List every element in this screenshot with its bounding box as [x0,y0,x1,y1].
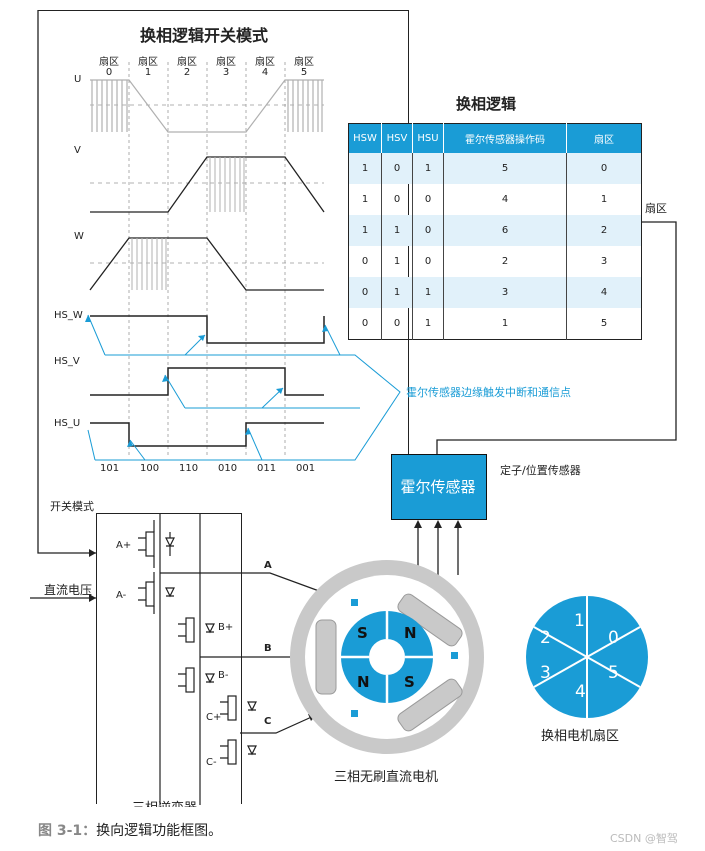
col-sector: 扇区 [566,123,642,153]
sector-label: 扇区 [294,57,314,68]
switching-title: 换相逻辑开关模式 [140,26,269,45]
sector-num: 2 [183,67,191,78]
pole-label: S [357,624,368,642]
phase-output-a: A [264,560,272,571]
sector-num: 5 [300,67,308,78]
figure-caption: 图 3-1：换向逻辑功能框图。 [38,820,222,840]
pole-label: S [404,673,415,691]
hall-code: 101 [100,463,120,474]
col-hsw: HSW [348,123,382,153]
switch-label-a-plus: A+ [116,540,132,551]
sector-num: 3 [222,67,230,78]
stator-sensor-label: 定子/位置传感器 [500,464,581,477]
caption-prefix: 图 3-1： [38,823,97,839]
hall-code: 010 [218,463,238,474]
switch-label-a-minus: A- [116,590,127,601]
table-header-row: HSW HSV HSU 霍尔传感器操作码 扇区 [348,123,642,153]
switch-mode-label: 开关模式 [50,500,94,513]
sector-label: 扇区 [138,57,158,68]
watermark: CSDN @智驾 [610,832,678,845]
hall-code: 011 [257,463,277,474]
inverter-bottom-label: 三相逆变器 [132,797,197,807]
sector-label: 扇区 [255,57,275,68]
wheel-sector-number: 3 [540,663,551,683]
phase-output-b: B [264,643,272,654]
pole-label: N [357,673,370,691]
caption-text: 换向逻辑功能框图。 [96,823,223,839]
col-hsu: HSU [412,123,444,153]
wheel-sector-number: 0 [608,628,619,648]
pole-label: N [404,624,417,642]
sector-label: 扇区 [216,57,236,68]
switch-label-c-plus: C+ [206,712,222,723]
sector-num: 4 [261,67,269,78]
sector-num: 0 [105,67,113,78]
phase-label-v: V [74,145,81,156]
sector-num: 1 [144,67,152,78]
col-opcode: 霍尔传感器操作码 [443,123,567,153]
phase-label-w: W [74,231,84,242]
hs-label-w: HS_W [54,310,83,321]
sector-label: 扇区 [99,57,119,68]
trigger-note: 霍尔传感器边缘触发中断和通信点 [406,386,571,399]
wheel-sector-number: 2 [540,628,551,648]
sector-label: 扇区 [177,57,197,68]
dc-voltage-label: 直流电压 [44,583,93,597]
phase-output-c: C [264,716,272,727]
logic-table-title: 换相逻辑 [456,95,517,113]
wheel-sector-number: 5 [608,663,619,683]
hall-sensor-box [391,454,487,520]
hs-label-u: HS_U [54,418,81,429]
inverter-box [96,513,242,804]
switch-label-c-minus: C- [206,757,217,768]
switch-label-b-plus: B+ [218,622,234,633]
switch-label-b-minus: B- [218,670,229,681]
wheel-sector-number: 4 [575,682,586,702]
wheel-sector-number: 1 [574,611,585,631]
sector-wheel-label: 换相电机扇区 [541,729,620,744]
phase-label-u: U [74,74,82,85]
sector-arrow-label: 扇区 [645,202,667,215]
col-hsv: HSV [381,123,413,153]
hall-sensor-label: 霍尔传感器 [400,478,476,496]
hall-code: 100 [140,463,160,474]
hall-code: 001 [296,463,316,474]
hs-label-v: HS_V [54,356,80,367]
motor-label: 三相无刷直流电机 [334,770,439,785]
hall-code: 110 [179,463,199,474]
